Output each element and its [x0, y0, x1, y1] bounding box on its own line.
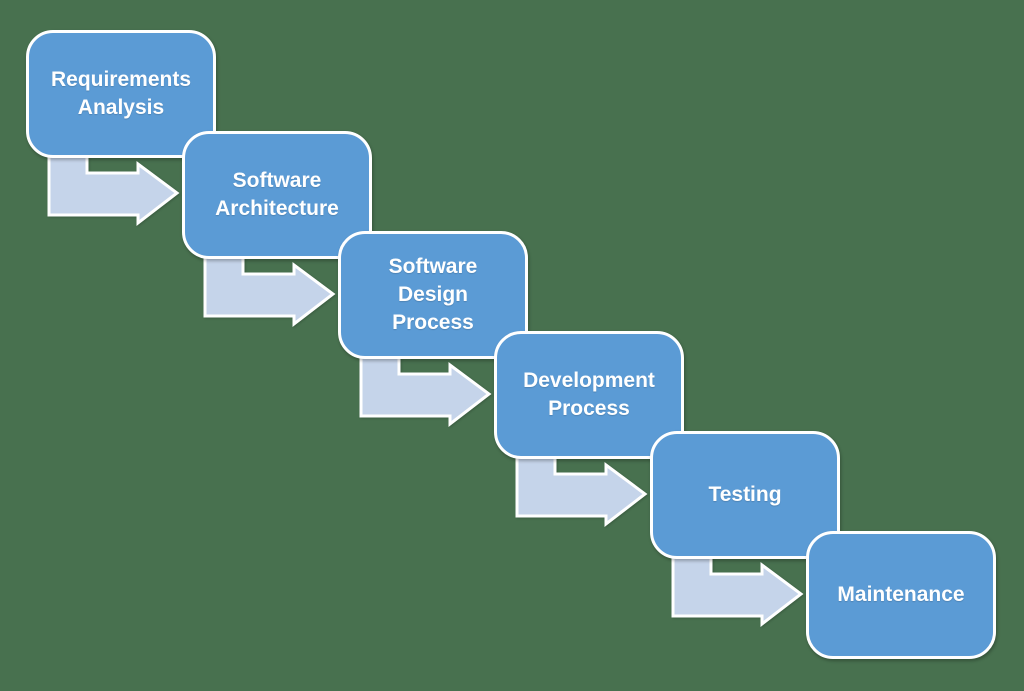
flow-arrow-icon — [359, 349, 492, 428]
step-label: Software Architecture — [215, 169, 339, 220]
flow-arrow-shape — [359, 349, 492, 428]
step-label: Software Design Process — [388, 255, 478, 334]
step-label: Development Process — [523, 369, 655, 420]
step-software-architecture: Software Architecture — [182, 131, 372, 259]
step-testing: Testing — [650, 431, 840, 559]
step-label: Maintenance — [837, 583, 965, 606]
step-label: Testing — [708, 483, 782, 506]
step-development-process: Development Process — [494, 331, 684, 459]
flow-arrow-icon — [203, 249, 336, 328]
flow-arrow-shape — [515, 449, 648, 528]
flow-arrow-icon — [515, 449, 648, 528]
flow-arrow-shape — [203, 249, 336, 328]
flow-arrow-shape — [47, 148, 180, 227]
flow-arrow-shape — [671, 549, 804, 628]
flow-arrow-icon — [671, 549, 804, 628]
step-software-design-process: Software Design Process — [338, 231, 528, 359]
step-label: Requirements Analysis — [50, 68, 192, 119]
flow-arrow-icon — [47, 148, 180, 227]
step-requirements-analysis: Requirements Analysis — [26, 30, 216, 158]
step-maintenance: Maintenance — [806, 531, 996, 659]
